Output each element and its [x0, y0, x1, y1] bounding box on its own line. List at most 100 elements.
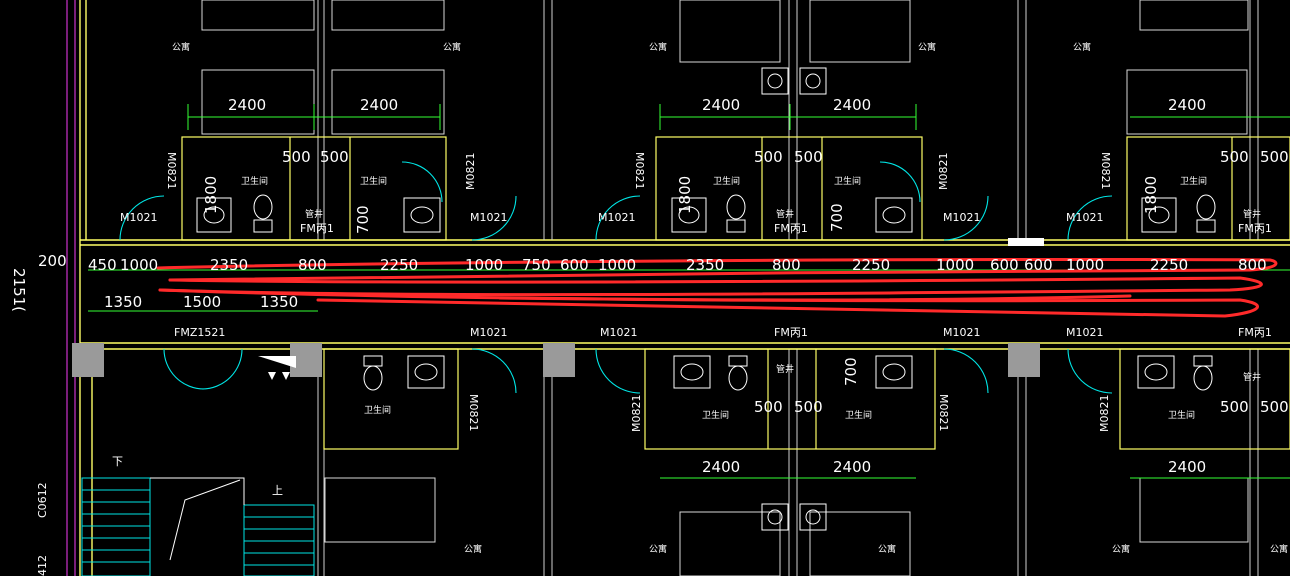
- dim-text: 2350: [210, 256, 248, 274]
- door-tag: M0821: [467, 394, 480, 432]
- room-label-shaft: 管井: [1243, 208, 1261, 220]
- door-tag: M0821: [1098, 395, 1111, 433]
- dim-text: 800: [1238, 256, 1267, 274]
- beds: [201, 0, 1249, 576]
- stair-labels: 下 上: [112, 455, 283, 497]
- dim-text: 800: [772, 256, 801, 274]
- door-tag: M0821: [937, 153, 950, 191]
- room-label-apartment: 公寓: [878, 543, 896, 555]
- door-tag: FM丙1: [774, 326, 808, 339]
- door-tag: M0821: [464, 153, 477, 191]
- dim-text: 2250: [1150, 256, 1188, 274]
- dim-text: 700: [354, 205, 372, 234]
- dim-text: 500: [1260, 398, 1289, 416]
- room-label-toilet: 卫生间: [834, 175, 861, 187]
- dim-text: 412: [36, 555, 49, 576]
- dim-text: 200: [38, 252, 67, 270]
- room-label-shaft: 管井: [305, 208, 323, 220]
- dim-text: 1000: [120, 256, 158, 274]
- sanitary-fixtures: [196, 67, 1216, 531]
- dim-text: 2250: [852, 256, 890, 274]
- dim-text: 500: [794, 148, 823, 166]
- dim-text: 500: [1220, 148, 1249, 166]
- dim-text: 1500: [183, 293, 221, 311]
- dim-text: 1800: [676, 176, 694, 214]
- dim-text: 500: [282, 148, 311, 166]
- dim-text: 1000: [1066, 256, 1104, 274]
- dim-text: 500: [1220, 398, 1249, 416]
- door-tag: M1021: [943, 211, 981, 224]
- dim-text: 600: [560, 256, 589, 274]
- door-tag: M0821: [1099, 152, 1112, 190]
- dim-text: 1800: [1142, 176, 1160, 214]
- door-tag: M0821: [165, 152, 178, 190]
- door-tag: M1021: [470, 326, 508, 339]
- corridor-walls: [79, 0, 1290, 576]
- room-label-apartment: 公寓: [649, 543, 667, 555]
- dim-text: 500: [754, 398, 783, 416]
- room-label-apartment: 公寓: [172, 41, 190, 53]
- dim-text: 1000: [936, 256, 974, 274]
- door-tag: M1021: [120, 211, 158, 224]
- dim-text: 2400: [360, 96, 398, 114]
- dim-text: 500: [320, 148, 349, 166]
- door-tag: FMZ1521: [174, 326, 225, 339]
- dim-text: 500: [794, 398, 823, 416]
- door-tag: M1021: [943, 326, 981, 339]
- redline-markup[interactable]: [156, 257, 1278, 318]
- dim-text: 700: [842, 357, 860, 386]
- room-labels: 公寓 公寓 公寓 公寓 公寓 公寓 公寓 公寓 公寓 公寓 卫生间 卫生间 卫生…: [172, 41, 1288, 555]
- room-label-toilet: 卫生间: [241, 175, 268, 187]
- structural-columns: [72, 343, 1040, 377]
- dim-text: 1350: [104, 293, 142, 311]
- window-tag: C0612: [36, 482, 49, 518]
- dim-text: 2400: [833, 96, 871, 114]
- door-tag: M1021: [598, 211, 636, 224]
- room-label-toilet: 卫生间: [713, 175, 740, 187]
- room-label-apartment: 公寓: [1073, 41, 1091, 53]
- dim-text: 2400: [702, 458, 740, 476]
- stair-up-label: 上: [272, 484, 283, 497]
- dim-text: 2400: [1168, 96, 1206, 114]
- room-label-shaft: 管井: [1243, 371, 1261, 383]
- stair-down-label: 下: [112, 455, 123, 468]
- dim-text: 1350: [260, 293, 298, 311]
- axis-lines: [66, 0, 76, 576]
- door-tag: M1021: [1066, 211, 1104, 224]
- dimension-texts: 2400 2400 2400 2400 2400 2400 2400 2400 …: [10, 96, 1289, 576]
- dim-text: 600: [990, 256, 1019, 274]
- dim-text: 800: [298, 256, 327, 274]
- room-label-apartment: 公寓: [1270, 543, 1288, 555]
- room-label-toilet: 卫生间: [702, 409, 729, 421]
- partition-walls: [317, 0, 1259, 576]
- lower-toilets: [323, 348, 1290, 450]
- room-label-shaft: 管井: [776, 208, 794, 220]
- door-tag: M1021: [470, 211, 508, 224]
- door-tag: FM丙1: [1238, 222, 1272, 235]
- dim-text: 1000: [465, 256, 503, 274]
- room-label-toilet: 卫生间: [1168, 409, 1195, 421]
- room-label-shaft: 管井: [776, 363, 794, 375]
- dim-text: 2400: [228, 96, 266, 114]
- door-tags: M1021 M1021 M1021 M1021 M1021 M1021 M102…: [36, 152, 1272, 518]
- room-label-toilet: 卫生间: [360, 175, 387, 187]
- dim-text: 2350: [686, 256, 724, 274]
- room-label-apartment: 公寓: [443, 41, 461, 53]
- room-label-apartment: 公寓: [649, 41, 667, 53]
- dim-text: 2151(: [10, 268, 28, 312]
- dim-text: 700: [828, 203, 846, 232]
- door-tag: M1021: [600, 326, 638, 339]
- room-label-toilet: 卫生间: [364, 404, 391, 416]
- door-tag: FM丙1: [300, 222, 334, 235]
- room-label-apartment: 公寓: [464, 543, 482, 555]
- door-tag: M0821: [630, 395, 643, 433]
- room-label-apartment: 公寓: [918, 41, 936, 53]
- dim-text: 2400: [833, 458, 871, 476]
- dim-text: 500: [754, 148, 783, 166]
- staircase[interactable]: [81, 477, 315, 576]
- upper-toilets: [181, 136, 1290, 241]
- section-marks: [258, 238, 1044, 380]
- door-tag: M1021: [1066, 326, 1104, 339]
- door-tag: FM丙1: [774, 222, 808, 235]
